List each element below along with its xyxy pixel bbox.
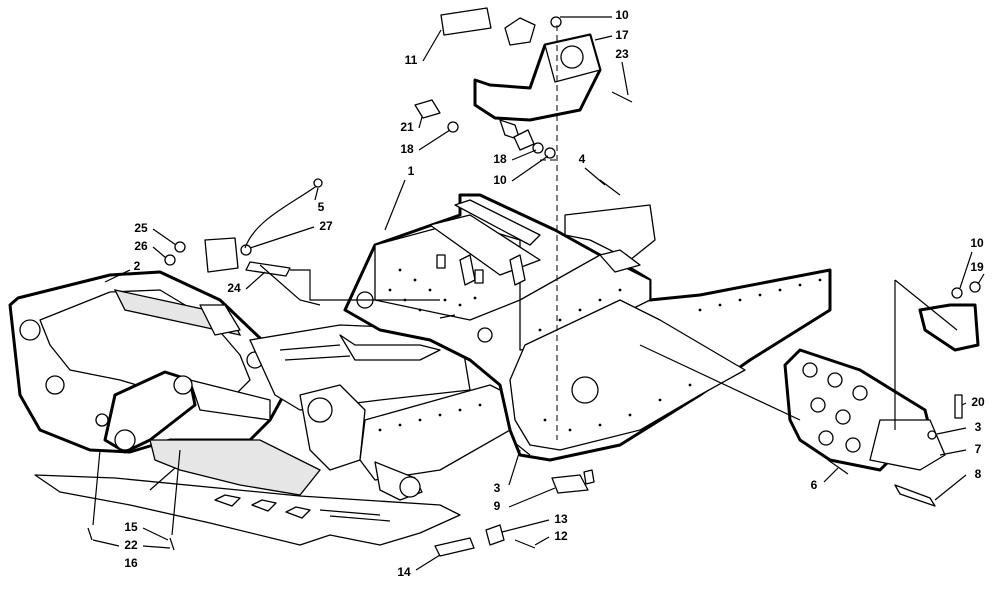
callout-25: 25 <box>134 221 148 235</box>
part-13 <box>485 524 505 546</box>
knob <box>504 17 536 46</box>
callout-17: 17 <box>615 28 629 42</box>
callout-11: 11 <box>405 53 418 67</box>
callout-14: 14 <box>397 565 411 579</box>
callout-18-right: 18 <box>493 152 507 166</box>
callout-16: 16 <box>124 556 138 570</box>
callout-1: 1 <box>408 164 415 178</box>
callout-19: 19 <box>970 260 984 274</box>
part-14 <box>434 537 475 557</box>
callout-24: 24 <box>227 281 241 295</box>
callout-26: 26 <box>134 239 148 253</box>
callout-21: 21 <box>400 120 414 134</box>
callout-3-left: 3 <box>494 481 501 495</box>
main-chassis <box>343 193 832 462</box>
chassis-rivets <box>378 268 822 432</box>
box-part <box>204 237 239 273</box>
callout-7: 7 <box>975 442 982 456</box>
callout-22: 22 <box>124 538 138 552</box>
callout-6: 6 <box>811 478 818 492</box>
callout-9: 9 <box>494 499 501 513</box>
callout-8: 8 <box>975 467 982 481</box>
small-hardware <box>87 91 849 557</box>
callout-10-top: 10 <box>615 8 629 22</box>
rear-step-assembly <box>783 281 981 507</box>
callout-4: 4 <box>579 152 586 166</box>
callout-5: 5 <box>318 200 325 214</box>
front-frame <box>8 270 294 454</box>
callout-2: 2 <box>134 259 141 273</box>
callout-13: 13 <box>554 512 568 526</box>
callout-3-right: 3 <box>975 420 982 434</box>
leader-lines <box>92 25 958 536</box>
part-9 <box>551 474 589 494</box>
tunnel-section <box>149 324 511 501</box>
belly-pan <box>34 467 461 546</box>
callout-20: 20 <box>971 395 985 409</box>
callout-15: 15 <box>124 520 138 534</box>
plate-11 <box>440 7 492 36</box>
callout-23: 23 <box>615 47 629 61</box>
callout-27: 27 <box>319 219 333 233</box>
bolt-21 <box>414 99 441 119</box>
strip-24 <box>245 261 291 277</box>
callout-10-mid: 10 <box>493 173 507 187</box>
steering-support-bracket <box>414 7 602 159</box>
callout-10-right: 10 <box>970 236 984 250</box>
callouts: 10 17 23 11 21 18 18 10 4 1 5 25 26 27 2… <box>92 8 985 579</box>
callout-12: 12 <box>554 529 568 543</box>
callout-18-left: 18 <box>400 142 414 156</box>
